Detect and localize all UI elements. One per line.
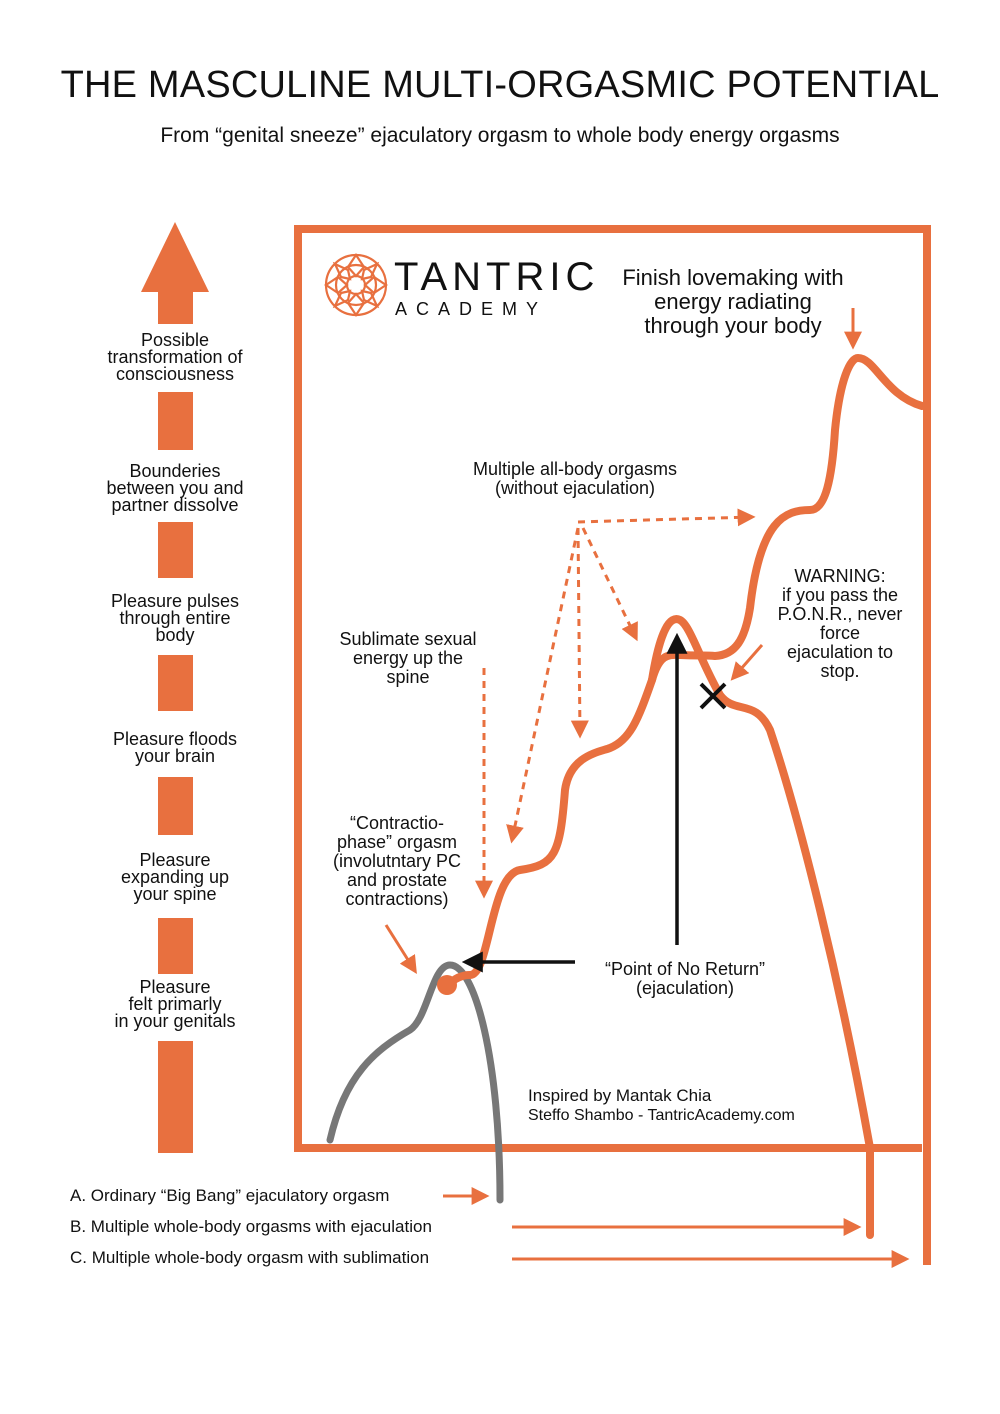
inspired-credit: Inspired by Mantak Chia — [528, 1086, 712, 1105]
page-title: THE MASCULINE MULTI-ORGASMIC POTENTIAL — [60, 64, 940, 106]
logo-sub: ACADEMY — [395, 299, 548, 319]
scale-level-2: Pleasure expanding up your spine — [120, 850, 230, 904]
multiple-annotation: Multiple all-body orgasms (without ejacu… — [472, 459, 678, 498]
scale-level-5: Bounderies between you and partner disso… — [106, 461, 244, 515]
mandala-icon — [324, 253, 388, 317]
scale-level-1: Pleasure felt primarly in your genitals — [114, 977, 236, 1031]
logo-name: TANTRIC — [394, 255, 600, 299]
author-credit: Steffo Shambo - TantricAcademy.com — [528, 1107, 795, 1124]
page-subtitle: From “genital sneeze” ejaculatory orgasm… — [160, 124, 840, 147]
curve-c-sublimation — [444, 353, 926, 989]
contraction-annotation: “Contractio- phase” orgasm (involutntary… — [332, 813, 462, 909]
scale-level-3: Pleasure floods your brain — [112, 729, 238, 766]
ponr-x-mark — [699, 682, 727, 710]
dashed-arrows — [475, 508, 756, 899]
scale-level-4: Pleasure pulses through entire body — [110, 591, 240, 645]
curve-start-dot — [437, 975, 457, 995]
warning-annotation: WARNING: if you pass the P.O.N.R., never… — [777, 566, 903, 681]
sublimate-annotation: Sublimate sexual energy up the spine — [339, 629, 477, 687]
curve-a-ordinary — [326, 961, 504, 1204]
legend-b: B. Multiple whole-body orgasms with ejac… — [70, 1217, 432, 1236]
scale-level-6: Possible transformation of consciousness — [107, 330, 243, 384]
legend-a: A. Ordinary “Big Bang” ejaculatory orgas… — [70, 1186, 390, 1205]
legend-c: C. Multiple whole-body orgasm with subli… — [70, 1248, 430, 1267]
curve-b-ejaculation — [648, 615, 874, 1239]
diagram-frame — [294, 225, 931, 1265]
contraction-arrow — [384, 924, 417, 975]
finish-annotation: Finish lovemaking with energy radiating … — [622, 265, 844, 338]
scale-arrow — [141, 222, 209, 1153]
ponr-annotation: “Point of No Return” (ejaculation) — [604, 959, 766, 998]
warning-arrow — [730, 644, 764, 681]
